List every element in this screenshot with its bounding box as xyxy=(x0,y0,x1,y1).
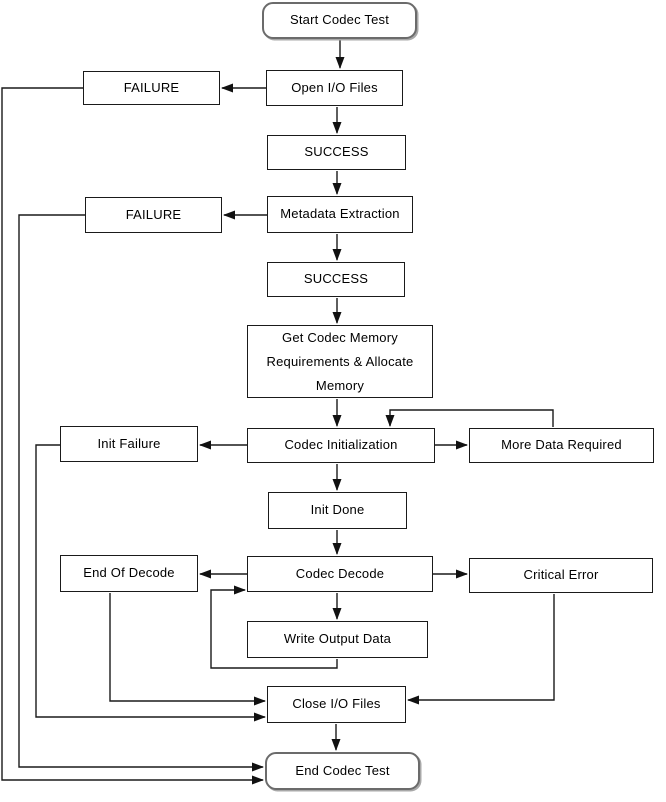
edge-critical-error-to-close-io xyxy=(407,594,555,705)
node-failure-open-io: FAILURE xyxy=(83,71,220,105)
edge-more-data-loop-to-codec-init xyxy=(385,409,554,427)
node-end-of-decode: End Of Decode xyxy=(60,555,198,592)
node-open-io-files: Open I/O Files xyxy=(266,70,403,106)
node-init-failure: Init Failure xyxy=(60,426,198,462)
edge-end-of-decode-to-close-io xyxy=(109,593,266,706)
node-codec-initialization: Codec Initialization xyxy=(247,428,435,463)
node-get-codec-memory: Get Codec Memory Requirements & Allocate… xyxy=(247,325,433,398)
node-metadata-extraction: Metadata Extraction xyxy=(267,196,413,233)
edge-failure-open-to-end xyxy=(1,87,264,785)
edge-write-output-loop-to-codec-decode xyxy=(210,585,338,669)
edge-failure-metadata-to-end xyxy=(18,214,264,772)
node-failure-metadata: FAILURE xyxy=(85,197,222,233)
node-start-codec-test: Start Codec Test xyxy=(262,2,417,39)
node-write-output-data: Write Output Data xyxy=(247,621,428,658)
node-init-done: Init Done xyxy=(268,492,407,529)
node-close-io-files: Close I/O Files xyxy=(267,686,406,723)
node-more-data-required: More Data Required xyxy=(469,428,654,463)
node-success-metadata: SUCCESS xyxy=(267,262,405,297)
node-success-open-io: SUCCESS xyxy=(267,135,406,170)
node-critical-error: Critical Error xyxy=(469,558,653,593)
node-codec-decode: Codec Decode xyxy=(247,556,433,592)
node-end-codec-test: End Codec Test xyxy=(265,752,420,790)
edge-init-failure-to-close-io xyxy=(35,444,266,722)
